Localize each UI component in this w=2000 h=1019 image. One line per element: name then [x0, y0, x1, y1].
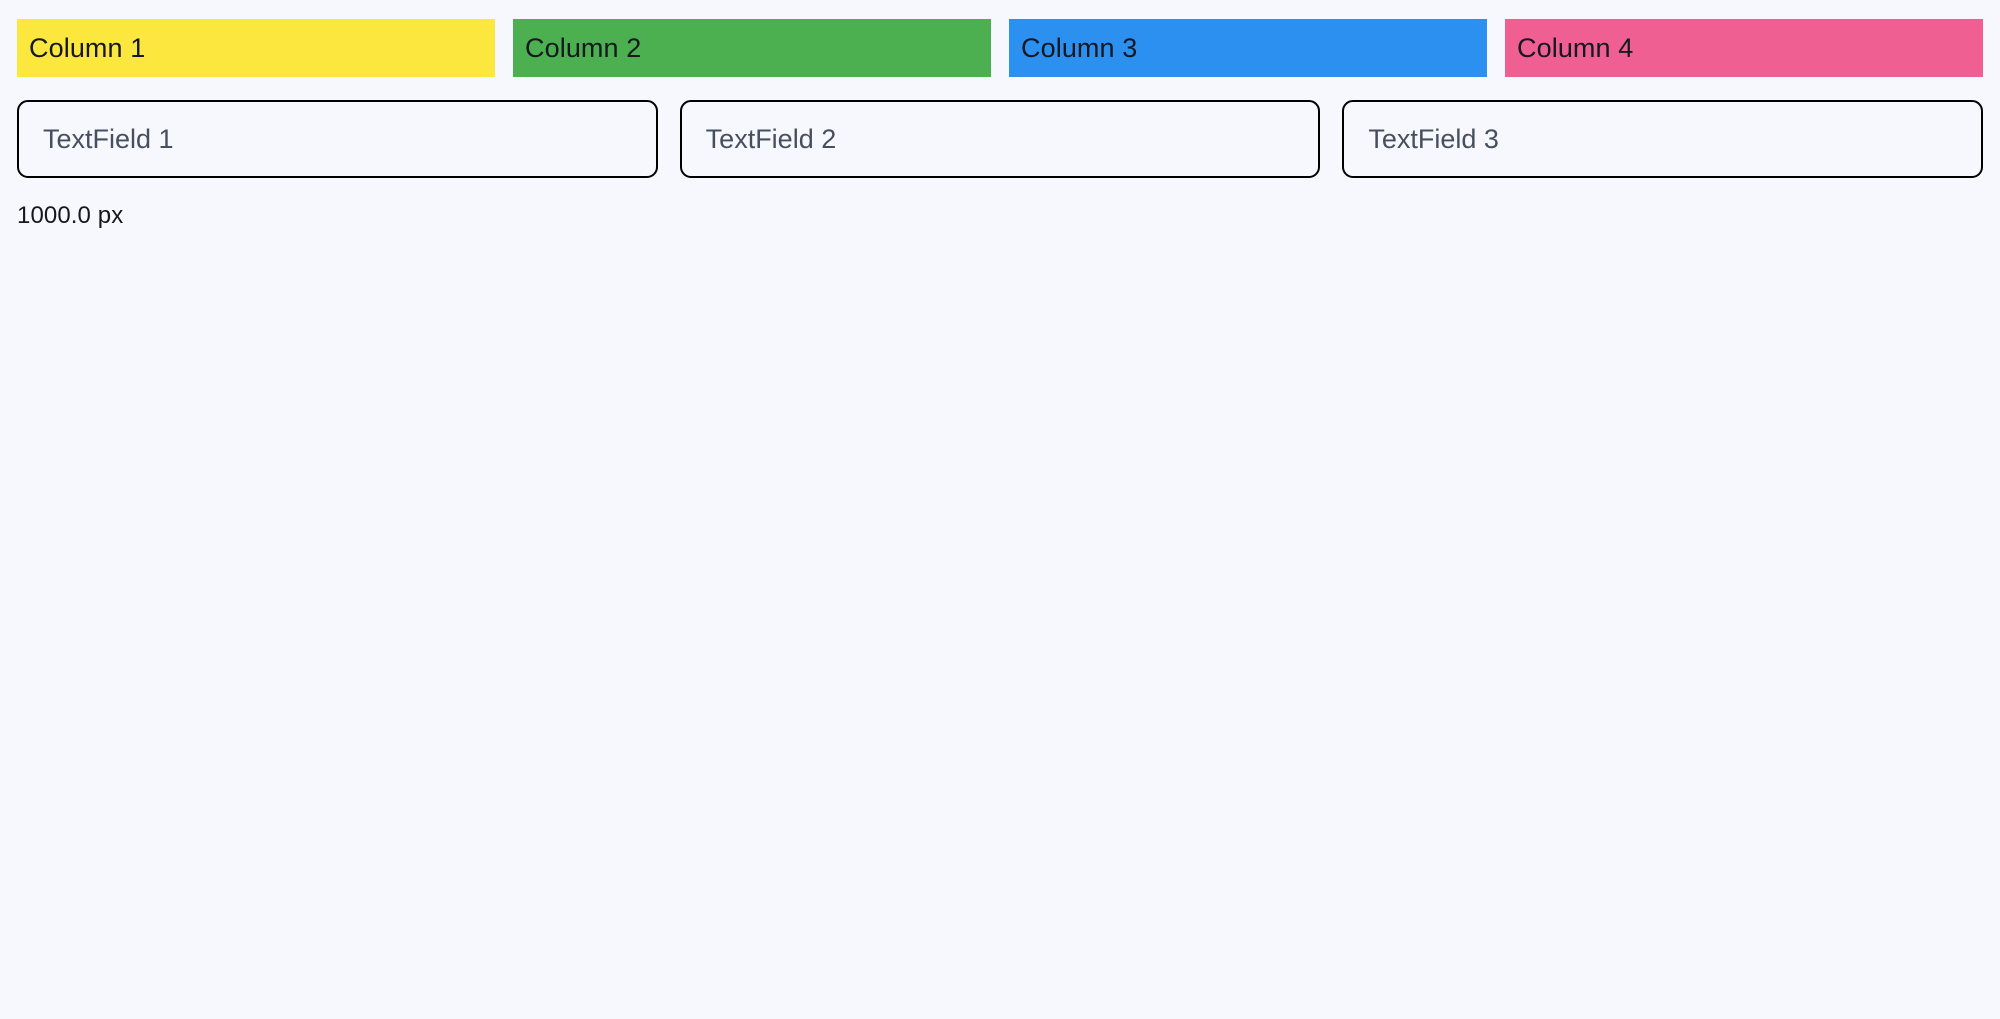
column-bar-1-label: Column 1 [29, 32, 146, 63]
column-bar-4[interactable]: Column 4 [1505, 19, 1983, 77]
column-bar-2[interactable]: Column 2 [513, 19, 991, 77]
textfield-3-placeholder: TextField 3 [1368, 123, 1499, 154]
column-bar-row: Column 1 Column 2 Column 3 Column 4 [17, 19, 1983, 77]
column-bar-4-label: Column 4 [1517, 32, 1634, 63]
textfield-1[interactable]: TextField 1 [17, 100, 658, 178]
textfield-1-placeholder: TextField 1 [43, 123, 174, 154]
size-readout-label: 1000.0 px [17, 202, 124, 229]
textfield-3[interactable]: TextField 3 [1342, 100, 1984, 178]
column-bar-1[interactable]: Column 1 [17, 19, 495, 77]
textfield-row: TextField 1 TextField 2 TextField 3 [17, 100, 1984, 178]
app-root: Column 1 Column 2 Column 3 Column 4 Text… [0, 19, 2000, 1019]
column-bar-2-label: Column 2 [525, 32, 642, 63]
column-bar-3[interactable]: Column 3 [1009, 19, 1487, 77]
column-bar-3-label: Column 3 [1021, 32, 1138, 63]
textfield-2[interactable]: TextField 2 [679, 100, 1321, 178]
textfield-2-placeholder: TextField 2 [705, 123, 837, 154]
